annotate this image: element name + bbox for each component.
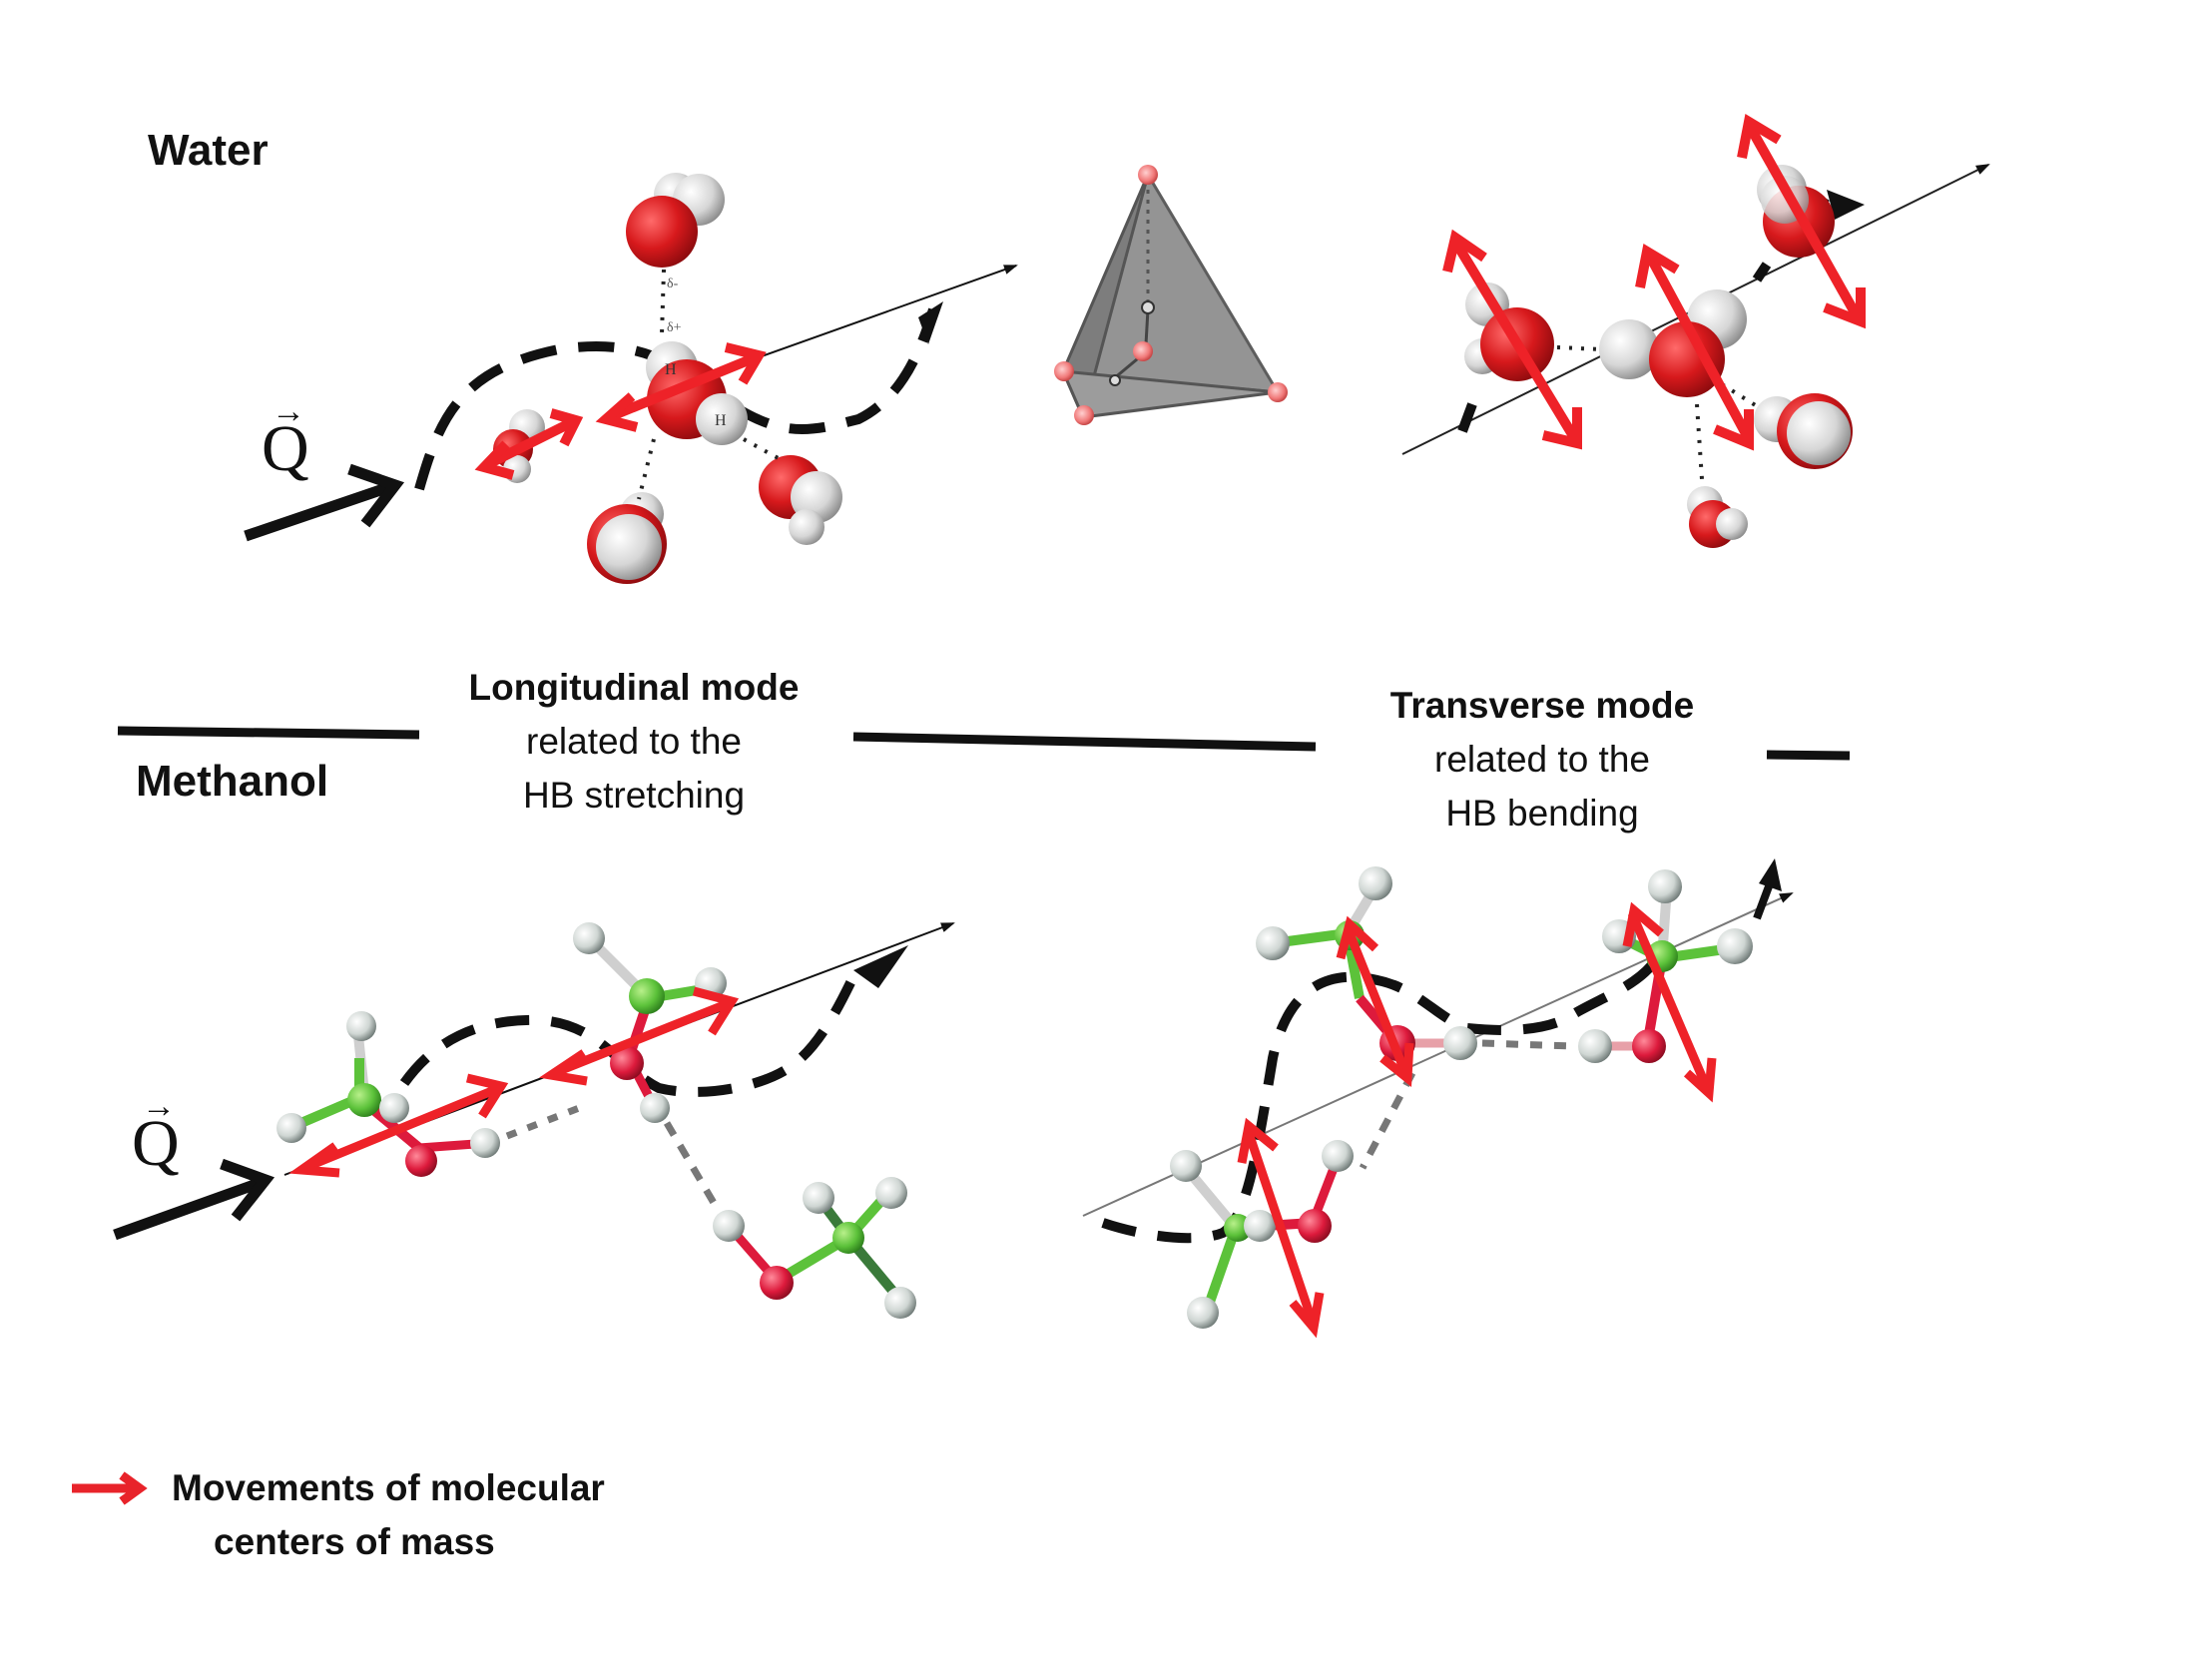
tetrahedron-vertices	[1054, 165, 1288, 425]
transverse-mode-caption: Transverse mode related to the HB bendin…	[1368, 679, 1717, 840]
q-incident-arrow	[113, 1158, 275, 1241]
com-motion-arrows	[1442, 114, 1866, 451]
methanol-molecule	[276, 1011, 500, 1177]
dashed-wave	[1101, 955, 1662, 1244]
delta-minus-label: δ-	[667, 277, 679, 291]
longitudinal-mode-title: Longitudinal mode	[468, 667, 800, 708]
water-molecule	[759, 455, 842, 545]
propagation-axis	[758, 265, 1018, 358]
water-molecule	[1599, 289, 1747, 397]
legend-line2: centers of mass	[214, 1521, 495, 1562]
water-molecule	[1687, 486, 1748, 548]
q-incident-arrow	[244, 463, 405, 542]
transverse-mode-title: Transverse mode	[1389, 685, 1695, 726]
delta-plus-label: δ+	[667, 320, 682, 335]
methanol-molecule	[1170, 1140, 1354, 1329]
wave-arrowhead	[1759, 858, 1782, 891]
hb-tetrahedron	[1054, 165, 1288, 425]
com-motion-arrows	[288, 986, 740, 1178]
hydrogen-label: H	[715, 412, 727, 429]
methanol-transverse-panel	[1082, 858, 1794, 1339]
separator-left	[117, 726, 420, 740]
water-longitudinal-panel: δ- δ+ H H	[244, 173, 1018, 584]
longitudinal-mode-line3: HB stretching	[522, 775, 746, 816]
wave-arrowhead	[918, 301, 943, 344]
separator-middle	[852, 732, 1317, 752]
wave-arrowhead	[1827, 190, 1865, 220]
water-molecule	[587, 492, 667, 584]
methanol-longitudinal-panel	[113, 922, 955, 1319]
com-motion-arrows	[474, 342, 767, 480]
methanol-molecule	[1578, 869, 1753, 1063]
hydrogen-label: H	[665, 361, 677, 378]
methanol-molecule	[713, 1177, 916, 1319]
q-symbol: Q	[132, 1107, 180, 1180]
separator-right	[1766, 750, 1851, 761]
q-symbol: Q	[262, 412, 309, 485]
longitudinal-mode-caption: Longitudinal mode related to the HB stre…	[459, 661, 809, 823]
legend-red-arrow-icon	[72, 1471, 148, 1505]
water-transverse-panel	[1401, 114, 1990, 548]
water-molecule	[626, 173, 725, 268]
wavevector-q-label-methanol: → Q	[132, 1088, 180, 1182]
legend-line1: Movements of molecular	[172, 1467, 605, 1508]
com-motion-arrows	[1237, 901, 1717, 1339]
water-section-title: Water	[148, 126, 269, 175]
water-molecule	[1754, 393, 1853, 469]
vector-arrow-icon: →	[272, 393, 305, 430]
vector-arrow-icon: →	[142, 1088, 176, 1125]
longitudinal-mode-line2: related to the	[526, 721, 742, 762]
methanol-molecule	[573, 922, 727, 1123]
wave-arrowhead	[853, 945, 908, 988]
transverse-mode-line3: HB bending	[1445, 793, 1639, 834]
separator-lines	[117, 726, 1851, 761]
dashed-wave	[399, 963, 863, 1097]
transverse-mode-line2: related to the	[1434, 739, 1650, 780]
methanol-section-title: Methanol	[136, 757, 329, 806]
wavevector-q-label-water: → Q	[262, 393, 309, 487]
